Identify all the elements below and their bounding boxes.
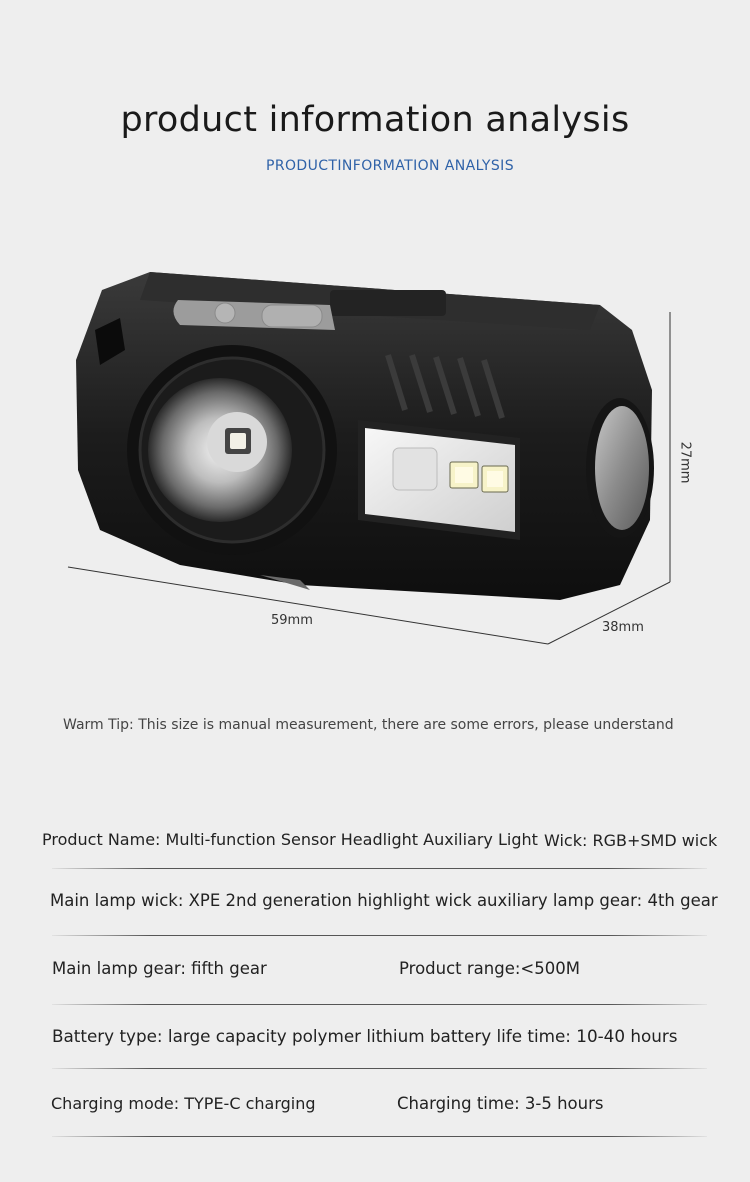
spec-charging-time: Charging time: 3-5 hours <box>397 1094 604 1113</box>
spec-battery: Battery type: large capacity polymer lit… <box>52 1026 678 1046</box>
spec-main-lamp-wick: Main lamp wick: XPE 2nd generation highl… <box>50 891 718 910</box>
spec-wick: Wick: RGB+SMD wick <box>544 831 718 850</box>
spec-charging-mode: Charging mode: TYPE-C charging <box>51 1094 316 1113</box>
spec-main-lamp-gear: Main lamp gear: fifth gear <box>52 959 267 978</box>
warm-tip-note: Warm Tip: This size is manual measuremen… <box>63 717 674 733</box>
page-title: product information analysis <box>120 100 630 140</box>
page-subtitle: PRODUCTINFORMATION ANALYSIS <box>266 158 514 174</box>
width-dimension-label: 59mm <box>271 613 313 628</box>
spec-product-name: Product Name: Multi-function Sensor Head… <box>42 830 538 849</box>
spec-divider <box>52 1136 707 1137</box>
spec-divider <box>52 868 707 869</box>
spec-divider <box>52 1068 707 1069</box>
spec-product-range: Product range:<500M <box>399 959 580 978</box>
height-dimension-label: 27mm <box>677 441 693 484</box>
spec-divider <box>52 1004 707 1005</box>
depth-dimension-label: 38mm <box>602 620 644 635</box>
spec-divider <box>52 935 707 936</box>
headlamp-product-image <box>67 272 671 645</box>
